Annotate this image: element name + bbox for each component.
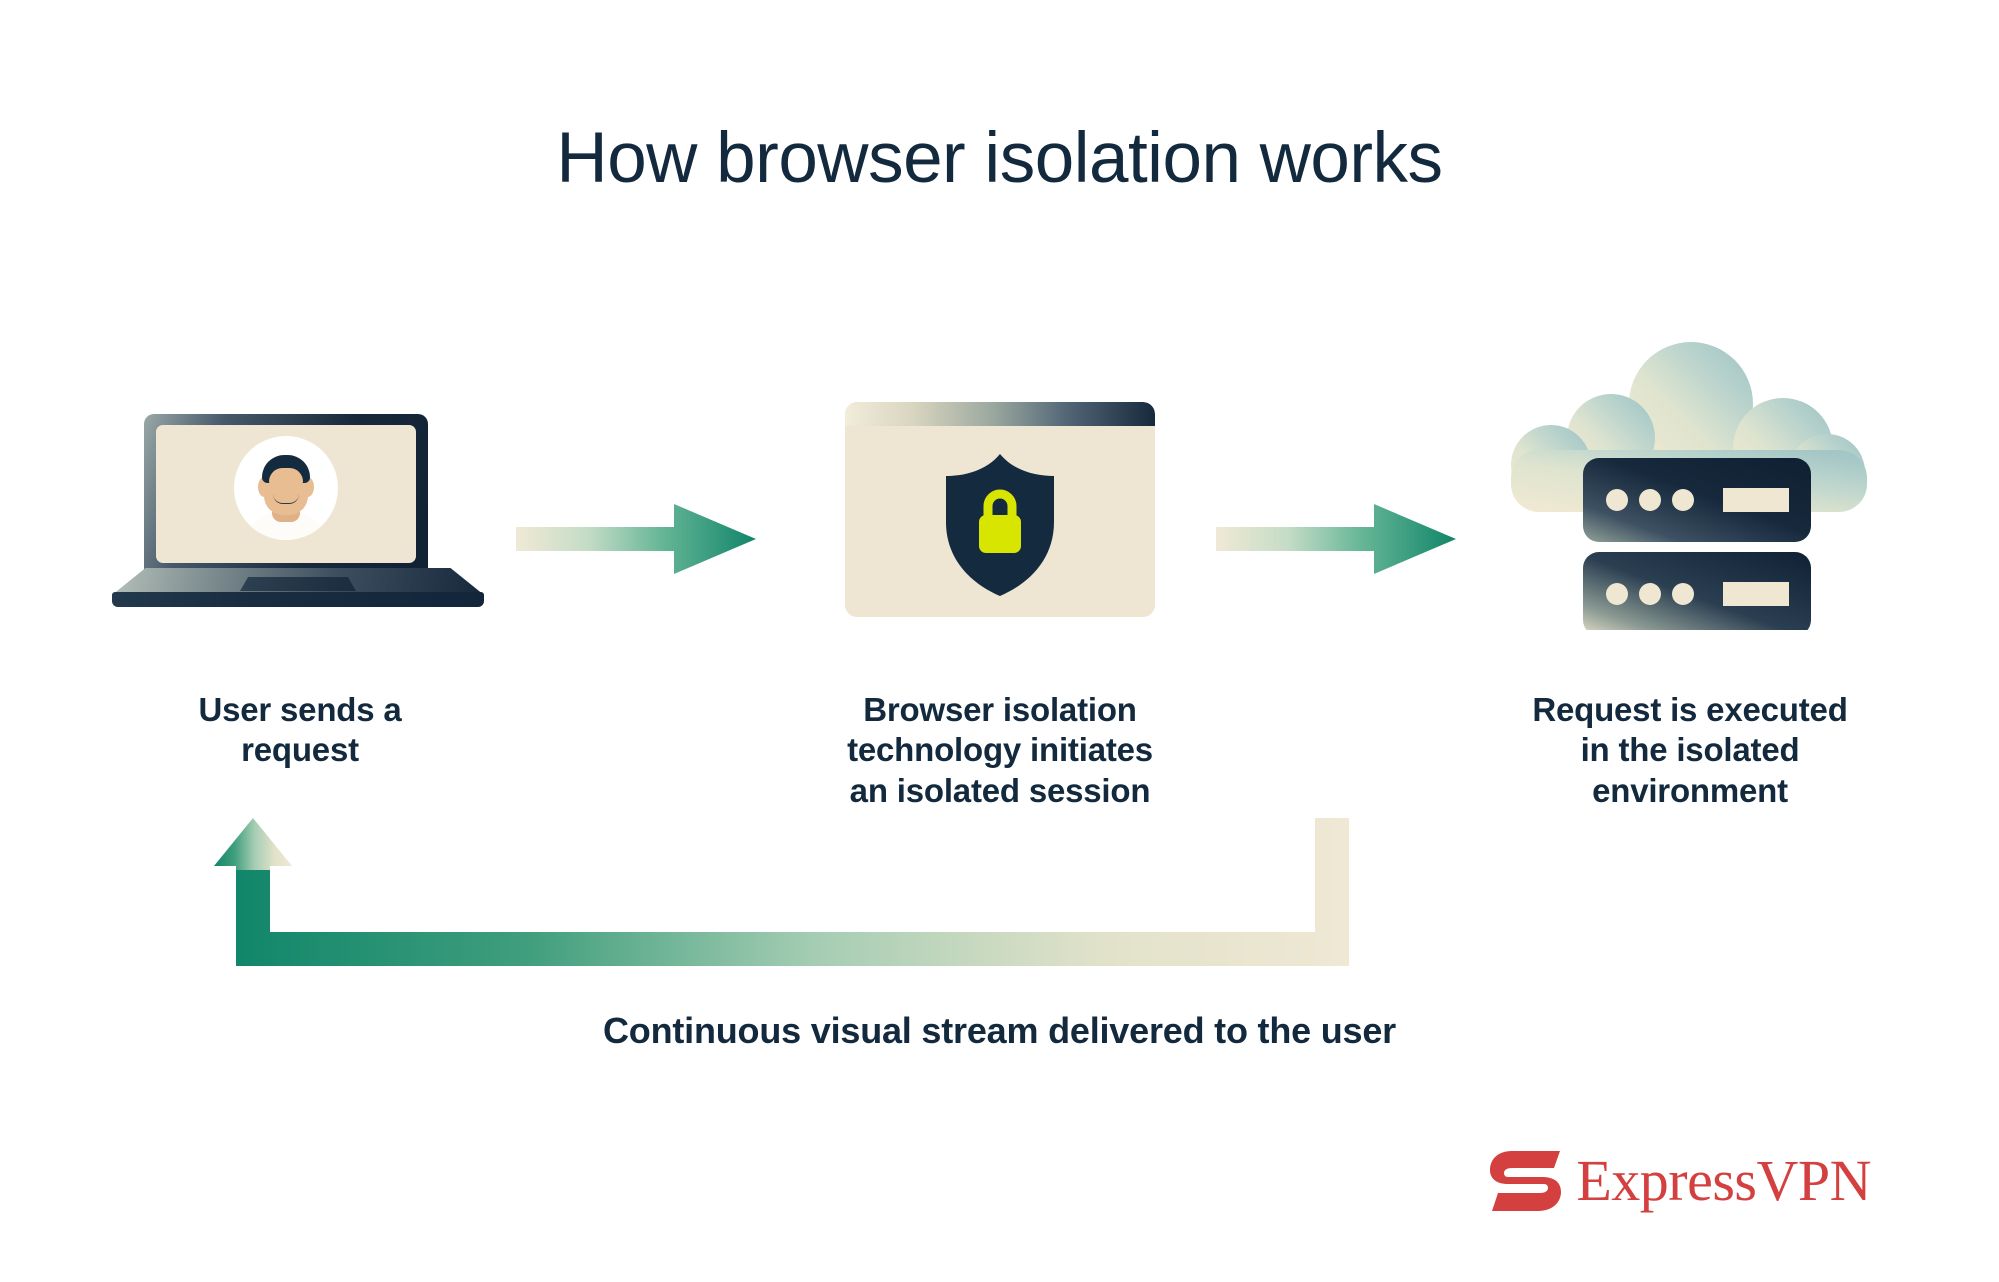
arrow-right-icon bbox=[1216, 500, 1456, 578]
browser-titlebar bbox=[845, 402, 1155, 426]
step-2-label: Browser isolation technology initiates a… bbox=[780, 690, 1220, 811]
avatar-hair bbox=[262, 455, 310, 484]
arrow-return-up-icon bbox=[210, 810, 1370, 970]
server-rack-lower bbox=[1583, 552, 1811, 630]
expressvpn-wordmark: ExpressVPN bbox=[1576, 1148, 1871, 1213]
step-3-label-line-1: Request is executed bbox=[1532, 691, 1848, 728]
laptop-base bbox=[112, 592, 484, 607]
step-isolated-execution: Request is executed in the isolated envi… bbox=[1470, 330, 1910, 809]
step-3-label-line-2: in the isolated bbox=[1580, 731, 1800, 769]
step-2-label-line-1: Browser isolation bbox=[863, 691, 1137, 728]
browser-window-shield-lock-icon bbox=[845, 402, 1155, 617]
step-3-label-line-3: environment bbox=[1592, 771, 1788, 809]
step-2-label-line-2: technology initiates bbox=[847, 731, 1153, 769]
server-rack-upper bbox=[1583, 458, 1811, 542]
shield-lock-icon bbox=[942, 454, 1058, 596]
laptop-screen bbox=[156, 425, 416, 563]
laptop-lid bbox=[144, 414, 428, 576]
page-title: How browser isolation works bbox=[556, 119, 1443, 198]
step-browser-isolation: Browser isolation technology initiates a… bbox=[780, 330, 1220, 809]
avatar-smile bbox=[273, 494, 299, 504]
step-2-artwork bbox=[780, 330, 1220, 620]
laptop-with-user-avatar-icon bbox=[112, 414, 484, 607]
step-1-artwork bbox=[90, 330, 510, 620]
cloud-server-rack-icon bbox=[1495, 330, 1885, 630]
expressvpn-logo[interactable]: ExpressVPN bbox=[1490, 1148, 1871, 1214]
step-3-label: Request is executed in the isolated envi… bbox=[1470, 690, 1910, 811]
step-3-artwork bbox=[1470, 330, 1910, 630]
step-user-request: User sends a request bbox=[90, 330, 510, 768]
arrow-right-icon bbox=[516, 500, 756, 578]
return-path-caption: Continuous visual stream delivered to th… bbox=[603, 1010, 1396, 1051]
expressvpn-e-mark-icon bbox=[1490, 1151, 1562, 1211]
avatar bbox=[234, 436, 338, 540]
laptop-trackpad bbox=[240, 577, 356, 591]
step-1-label: User sends a request bbox=[90, 690, 510, 771]
step-1-label-line-1: User sends a bbox=[198, 691, 402, 728]
step-2-label-line-3: an isolated session bbox=[849, 771, 1151, 809]
step-1-label-line-2: request bbox=[241, 731, 359, 769]
